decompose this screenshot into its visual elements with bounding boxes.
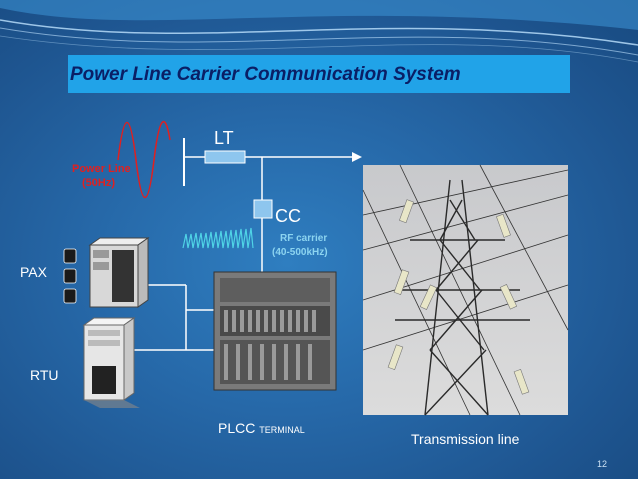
slide-title: Power Line Carrier Communication System (70, 64, 461, 85)
pax-label: PAX (20, 264, 47, 280)
plcc-terminal-label: PLCC TERMINAL (218, 420, 305, 436)
page-number: 12 (597, 459, 608, 469)
rf-carrier-label: RF carrier (280, 233, 328, 244)
rf-wave-icon (182, 227, 254, 249)
title-bar (68, 55, 570, 93)
rtu-computer-icon (82, 317, 140, 408)
coupling-capacitor-box (253, 199, 273, 219)
transmission-line-label: Transmission line (411, 431, 520, 447)
pax-cabinet-icon (88, 237, 150, 308)
transmission-tower-photo (362, 164, 569, 416)
cc-label: CC (275, 206, 301, 226)
power-wave-icon (117, 121, 171, 198)
telephone-icon (63, 248, 77, 304)
rf-carrier-freq: (40-500kHz) (272, 247, 328, 258)
plcc-label: PLCC (218, 420, 256, 436)
rtu-label: RTU (30, 367, 59, 383)
power-line-label: Power Line (72, 163, 131, 175)
plcc-terminal-icon (213, 271, 337, 391)
arrow-icon (352, 152, 362, 162)
power-line-freq: (50Hz) (82, 177, 116, 189)
lt-label: LT (214, 128, 234, 148)
line-trap-box (204, 150, 246, 164)
plcc-suffix: TERMINAL (259, 425, 305, 435)
